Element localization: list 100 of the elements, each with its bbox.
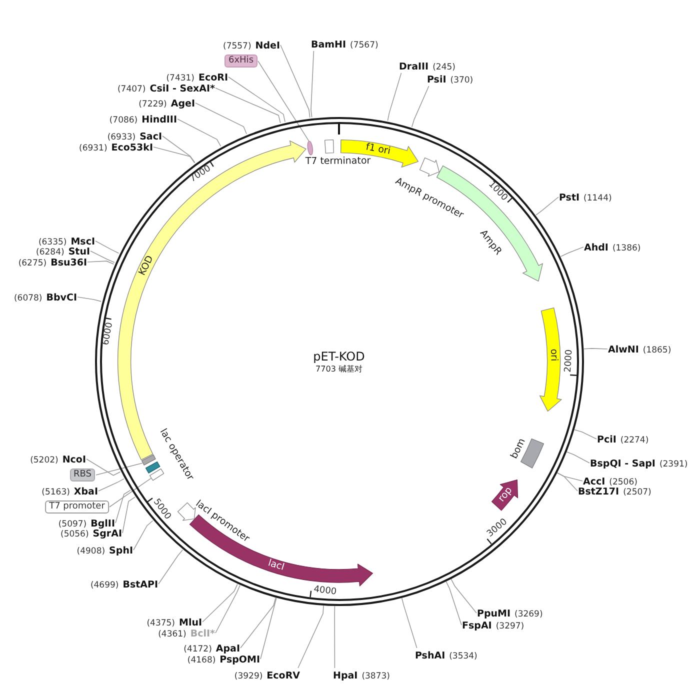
leader-line xyxy=(77,296,102,302)
enzyme-name: EcoRI xyxy=(198,74,228,84)
enzyme-name: PsiI xyxy=(427,76,446,86)
leader-line xyxy=(195,102,247,134)
site-position: (4908) xyxy=(76,546,106,556)
site-position: (7229) xyxy=(138,100,167,110)
enzyme-name: AhdI xyxy=(584,244,608,254)
scale-number: 6000 xyxy=(102,321,116,346)
enzyme-name: BamHI xyxy=(311,40,346,50)
leader-line xyxy=(334,606,336,668)
site-position: (6933) xyxy=(107,132,136,142)
enzyme-name: BglII xyxy=(90,520,115,530)
leader-line xyxy=(387,72,402,122)
site-position: (4699) xyxy=(90,580,119,590)
leader-line xyxy=(158,550,184,584)
leader-line xyxy=(298,605,324,668)
site-position: (4172) xyxy=(184,644,212,654)
site-position: (4361) xyxy=(158,630,186,640)
site-position: (4375) xyxy=(146,618,175,628)
site-position: (3534) xyxy=(449,652,478,662)
enzyme-name: BstAPI xyxy=(122,580,158,590)
leader-line xyxy=(556,472,578,492)
leader-line xyxy=(560,246,584,257)
leader-line xyxy=(556,472,583,482)
enzyme-name: BbvCI xyxy=(46,294,77,304)
enzyme-name: NcoI xyxy=(62,456,86,466)
enzyme-name: Bsu36I xyxy=(50,258,87,268)
feature-label: bom xyxy=(509,436,528,460)
plasmid-length: 7703 碱基对 xyxy=(316,366,362,374)
enzyme-name: PpuMI xyxy=(477,610,511,620)
leader-line xyxy=(228,76,286,122)
enzyme-name: Eco53kI xyxy=(111,144,153,154)
feature-tag: RBS xyxy=(70,468,96,482)
site-position: (2274) xyxy=(620,436,649,446)
feature-label: rop xyxy=(497,486,516,504)
enzyme-name: AccI xyxy=(583,478,606,488)
leader-line xyxy=(122,496,136,534)
site-position: (245) xyxy=(432,62,456,72)
feature-label: T7 terminator xyxy=(304,156,370,168)
site-position: (3269) xyxy=(514,610,543,620)
scale-number: 2000 xyxy=(564,348,576,372)
enzyme-name: BclI* xyxy=(190,630,215,640)
leader-line xyxy=(215,88,281,124)
leader-line xyxy=(96,462,143,476)
leader-line xyxy=(115,490,131,524)
plasmid-name: pET-KOD xyxy=(313,350,365,364)
enzyme-name: StuI xyxy=(68,248,90,258)
leader-line xyxy=(280,44,310,118)
feature-tag: T7 promoter xyxy=(45,500,109,514)
site-position: (7557) xyxy=(223,42,252,52)
site-position: (6931) xyxy=(79,144,108,154)
enzyme-name: HindIII xyxy=(142,116,177,126)
site-position: (1865) xyxy=(642,346,672,356)
leader-line xyxy=(215,584,240,634)
site-position: (5056) xyxy=(60,530,89,540)
site-position: (2506) xyxy=(609,478,638,488)
enzyme-name: MluI xyxy=(178,618,202,628)
feature-label: ori xyxy=(548,349,559,362)
enzyme-name: ApaI xyxy=(216,644,240,654)
site-position: (1386) xyxy=(612,244,641,254)
leader-line xyxy=(450,578,477,614)
enzyme-name: PspOMI xyxy=(220,656,260,666)
leader-line xyxy=(95,240,120,254)
leader-line xyxy=(411,86,430,128)
site-position: (3297) xyxy=(496,622,524,632)
enzyme-name: EcoRV xyxy=(266,672,300,682)
leader-line xyxy=(536,196,559,216)
leader-line xyxy=(566,451,590,464)
site-position: (2391) xyxy=(659,460,688,470)
site-position: (4168) xyxy=(187,656,216,666)
leader-line xyxy=(162,136,196,163)
site-position: (2507) xyxy=(623,488,652,498)
leader-line xyxy=(401,598,418,648)
feature-tag: 6xHis xyxy=(224,54,258,68)
site-position: (6275) xyxy=(18,258,47,268)
enzyme-name: AlwNI xyxy=(608,346,639,356)
site-position: (5163) xyxy=(42,488,70,498)
enzyme-name: HpaI xyxy=(333,672,358,682)
enzyme-name: SphI xyxy=(109,546,133,556)
site-position: (5097) xyxy=(58,520,87,530)
site-position: (7567) xyxy=(350,40,378,50)
site-position: (3873) xyxy=(362,672,390,682)
feature-label: lacI xyxy=(266,558,286,574)
site-position: (3929) xyxy=(234,672,263,682)
enzyme-name: DraIII xyxy=(399,62,429,72)
site-position: (370) xyxy=(450,76,474,86)
enzyme-name: PstI xyxy=(559,194,580,204)
site-position: (6335) xyxy=(38,238,67,248)
enzyme-name: CsiI - SexAI* xyxy=(150,84,215,94)
leader-line xyxy=(86,458,121,476)
leader-line xyxy=(446,581,462,626)
leader-line xyxy=(87,260,114,265)
site-position: (6078) xyxy=(14,294,42,304)
leader-line xyxy=(109,478,152,508)
site-position: (1144) xyxy=(584,194,612,204)
leader-line xyxy=(240,597,276,648)
leader-line xyxy=(310,50,314,118)
feature-label: f1 ori xyxy=(365,142,392,158)
scale-number: 4000 xyxy=(314,586,338,598)
leader-line xyxy=(90,250,115,263)
